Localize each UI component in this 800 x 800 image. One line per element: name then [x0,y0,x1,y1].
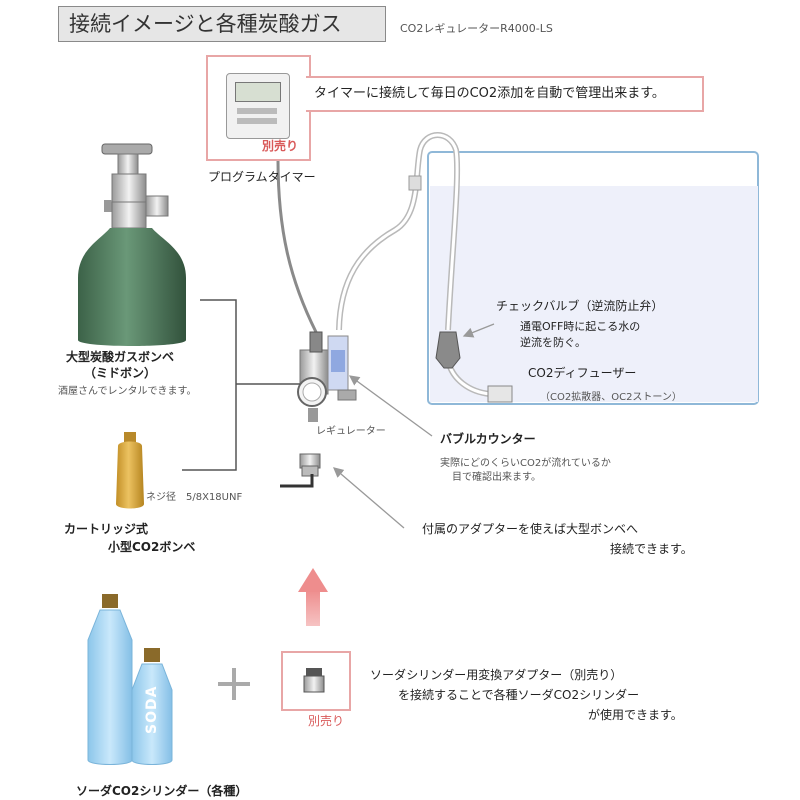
diffuser-note: （CO2拡散器、OC2ストーン） [540,392,682,403]
bubble-counter-note-2: 目で確認出来ます。 [452,472,541,483]
large-cylinder-label: 大型炭酸ガスボンベ [66,350,175,364]
cartridge-label: カートリッジ式 [64,522,149,536]
adapter-icon [280,453,321,488]
cartridge-sublabel: 小型CO2ボンベ [108,540,196,554]
diffuser-icon [487,385,513,403]
adapter-note-2: 接続できます。 [610,542,693,556]
adapter-note-1: 付属のアダプターを使えば大型ボンベへ [422,522,639,536]
program-timer-label: プログラムタイマー [208,170,316,184]
soda-bottle-text: SODA [144,685,160,734]
thread-size-label: ネジ径 5/8X18UNF [146,492,243,503]
model-name: CO2レギュレーターR4000-LS [400,22,553,35]
regulator-icon [297,331,357,422]
check-valve-note-2: 逆流を防ぐ。 [520,336,586,349]
check-valve-label: チェックバルブ（逆流防止弁） [496,299,664,313]
check-valve-icon [435,331,461,369]
timer-cable [276,159,318,333]
large-co2-cylinder-icon [78,143,186,346]
upward-arrow-icon [298,568,328,626]
soda-adapter-sold-separately: 別売り [308,714,345,728]
soda-adapter-note-1: ソーダシリンダー用変換アダプター（別売り） [370,668,623,682]
program-timer-icon [226,73,290,139]
connector-lines [182,299,300,471]
soda-cylinder-small-icon [131,648,173,765]
timer-callout: 別売り [206,55,311,161]
soda-adapter-note-3: が使用できます。 [588,708,683,722]
aquarium [427,151,759,405]
bubble-counter-note-1: 実際にどのくらいCO2が流れているか [440,458,611,469]
soda-adapter-box [281,651,351,711]
soda-cylinder-label: ソーダCO2シリンダー（各種） [76,784,248,798]
annotation-arrows [333,323,495,529]
soda-adapter-note-2: を接続することで各種ソーダCO2シリンダー [398,688,640,702]
timer-description: タイマーに接続して毎日のCO2添加を自動で管理出来ます。 [306,76,704,112]
soda-cylinder-large-icon [87,594,133,765]
large-cylinder-note: 酒屋さんでレンタルできます。 [58,386,197,397]
large-cylinder-sublabel: （ミドボン） [84,366,157,380]
bubble-counter-label: バブルカウンター [440,432,536,446]
regulator-label: レギュレーター [316,426,386,437]
timer-sold-separately: 別売り [262,139,299,153]
plus-icon [218,668,250,700]
diffuser-label: CO2ディフューザー [528,366,637,380]
check-valve-note-1: 通電OFF時に起こる水の [520,320,641,333]
page-title: 接続イメージと各種炭酸ガス [58,6,386,42]
suction-cup [408,175,422,191]
cartridge-icon [116,432,144,509]
